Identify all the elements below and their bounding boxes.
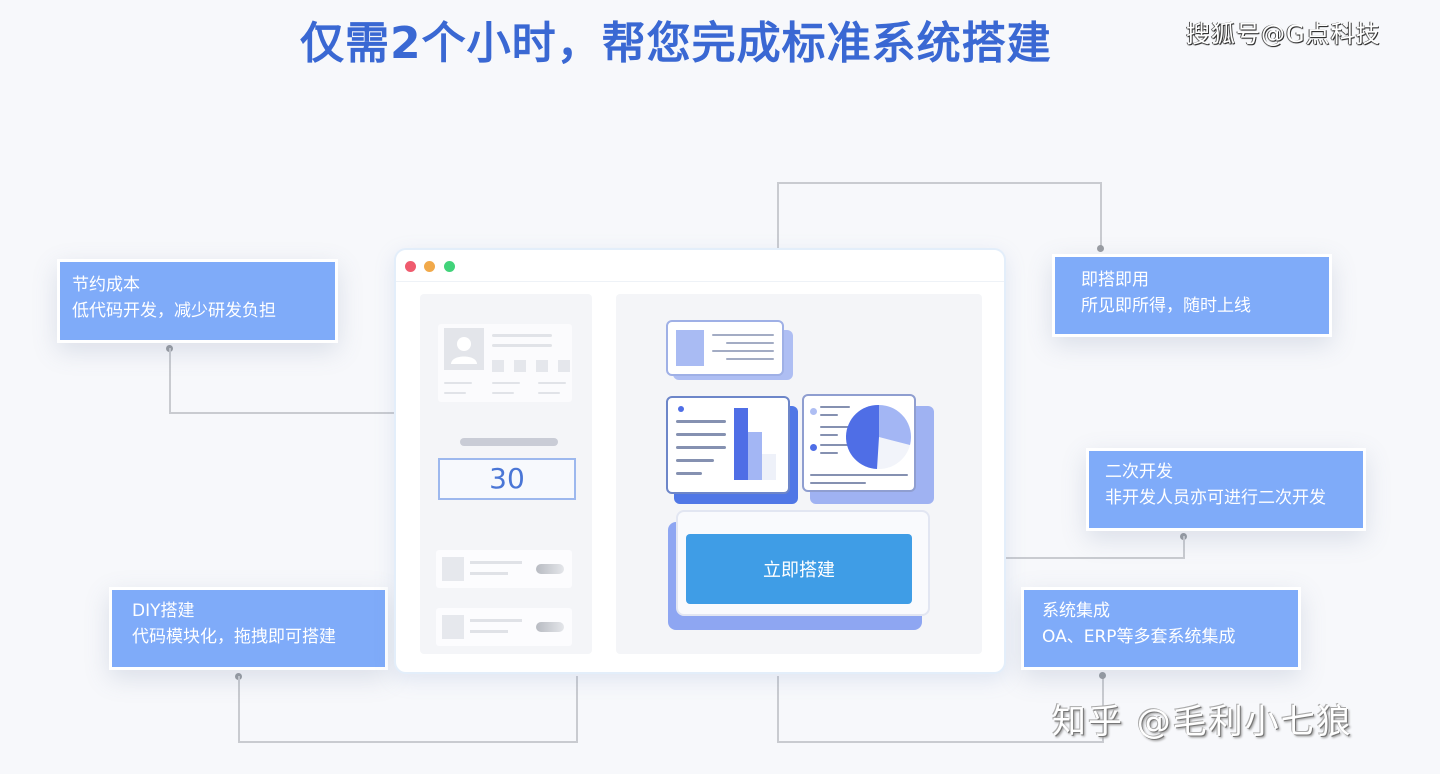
connector-line [777,676,779,742]
build-widget: 立即搭建 [668,510,930,630]
legend-dot-icon [810,408,817,415]
icon-square [558,360,570,372]
connector-line [777,741,1104,743]
feature-title: 二次开发 [1105,462,1173,482]
connector-line [238,676,240,742]
left-panel: 30 [420,294,592,654]
text-line [676,472,702,475]
app-window-mockup: 30 [394,248,1006,674]
connector-line [777,183,779,248]
maximize-dot-icon [444,261,455,272]
right-panel: 立即搭建 [616,294,982,654]
feature-card-integration: 系统集成 OA、ERP等多套系统集成 [1021,587,1301,670]
text-line [712,334,774,336]
feature-card-diy: DIY搭建 代码模块化，拖拽即可搭建 [109,587,388,670]
image-block [676,330,704,366]
feature-title: 即搭即用 [1081,270,1149,290]
connector-line [576,676,578,743]
bar-short [748,432,762,480]
text-line [538,392,560,394]
feature-desc: 低代码开发，减少研发负担 [72,301,276,321]
text-line [470,619,522,622]
text-line [820,426,850,428]
minimize-dot-icon [424,261,435,272]
text-line [810,482,866,484]
connector-line [169,412,396,414]
text-line [676,433,726,436]
text-line [470,572,508,575]
text-line [726,342,774,344]
user-icon [451,337,477,364]
text-line [492,334,552,337]
connector-line [1183,536,1185,558]
bar-tall [734,408,748,480]
feature-desc: 代码模块化，拖拽即可搭建 [132,627,336,647]
text-line [492,344,552,347]
feature-desc: OA、ERP等多套系统集成 [1042,627,1236,647]
profile-card [438,324,572,402]
list-item[interactable] [436,608,572,646]
sohu-watermark: 搜狐号@G点科技 [1186,20,1381,48]
feature-desc: 所见即所得，随时上线 [1081,296,1251,316]
close-dot-icon [405,261,416,272]
connector-line [169,348,171,413]
connector-line [1102,674,1104,742]
pie-chart-icon [845,404,912,469]
legend-dot-icon [810,444,817,451]
text-line [470,561,522,564]
toggle-pill [536,564,564,574]
icon-square [536,360,548,372]
text-line [820,452,838,454]
connector-line [1100,182,1102,246]
page-headline: 仅需2个小时，帮您完成标准系统搭建 [300,18,1052,69]
text-line [820,444,850,446]
feature-card-secondary-dev: 二次开发 非开发人员亦可进行二次开发 [1086,448,1366,531]
text-line [676,446,726,449]
pie-chart-card [802,394,916,492]
text-line [810,474,908,476]
feature-title: DIY搭建 [132,601,195,621]
feature-card-cost: 节约成本 低代码开发，减少研发负担 [57,259,338,343]
slider-bar[interactable] [460,438,558,446]
text-line [676,420,726,423]
text-line [676,459,714,462]
window-titlebar [396,250,1004,282]
bar-faint [762,454,776,480]
connector-dot [1097,245,1104,252]
connector-line [777,182,1102,184]
bullet-icon [678,406,684,412]
counter-field[interactable]: 30 [438,458,576,500]
text-line [712,350,774,352]
text-line [538,382,566,384]
text-line [444,392,466,394]
text-line [492,382,520,384]
feature-desc: 非开发人员亦可进行二次开发 [1105,488,1326,508]
connector-line [1006,557,1185,559]
text-line [726,358,774,360]
text-line [820,434,838,436]
thumbnail [442,557,464,581]
text-line [820,406,850,408]
bar-chart-card [666,396,790,494]
connector-line [238,741,578,743]
feature-card-instant: 即搭即用 所见即所得，随时上线 [1052,254,1332,337]
list-item[interactable] [436,550,572,588]
avatar-placeholder [444,328,484,370]
connector-dot [1099,672,1106,679]
icon-square [492,360,504,372]
text-line [470,630,508,633]
text-line [492,392,514,394]
zhihu-watermark: 知乎 @毛利小七狼 [1052,702,1353,742]
text-line [820,414,838,416]
toggle-pill [536,622,564,632]
feature-title: 系统集成 [1042,601,1110,621]
feature-title: 节约成本 [72,275,140,295]
profile-widget-card [666,320,784,376]
thumbnail [442,615,464,639]
button-card: 立即搭建 [676,510,930,616]
build-now-button[interactable]: 立即搭建 [686,534,912,604]
text-line [444,382,472,384]
icon-square [514,360,526,372]
